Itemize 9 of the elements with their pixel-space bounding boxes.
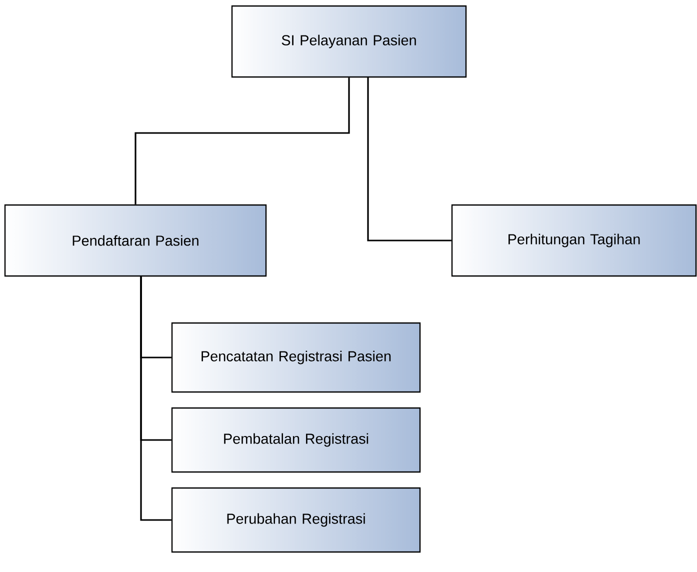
box: SI Pelayanan Pasien — [231, 5, 467, 78]
connector-line — [140, 276, 172, 521]
box: Perhitungan Tagihan — [451, 204, 697, 277]
box: Pencatatan Registrasi Pasien — [171, 322, 421, 393]
box: Pendaftaran Pasien — [4, 204, 267, 277]
connector-line — [367, 77, 452, 242]
box: Perubahan Registrasi — [171, 487, 421, 553]
connector-line — [134, 78, 350, 204]
box: Pembatalan Registrasi — [171, 407, 421, 473]
